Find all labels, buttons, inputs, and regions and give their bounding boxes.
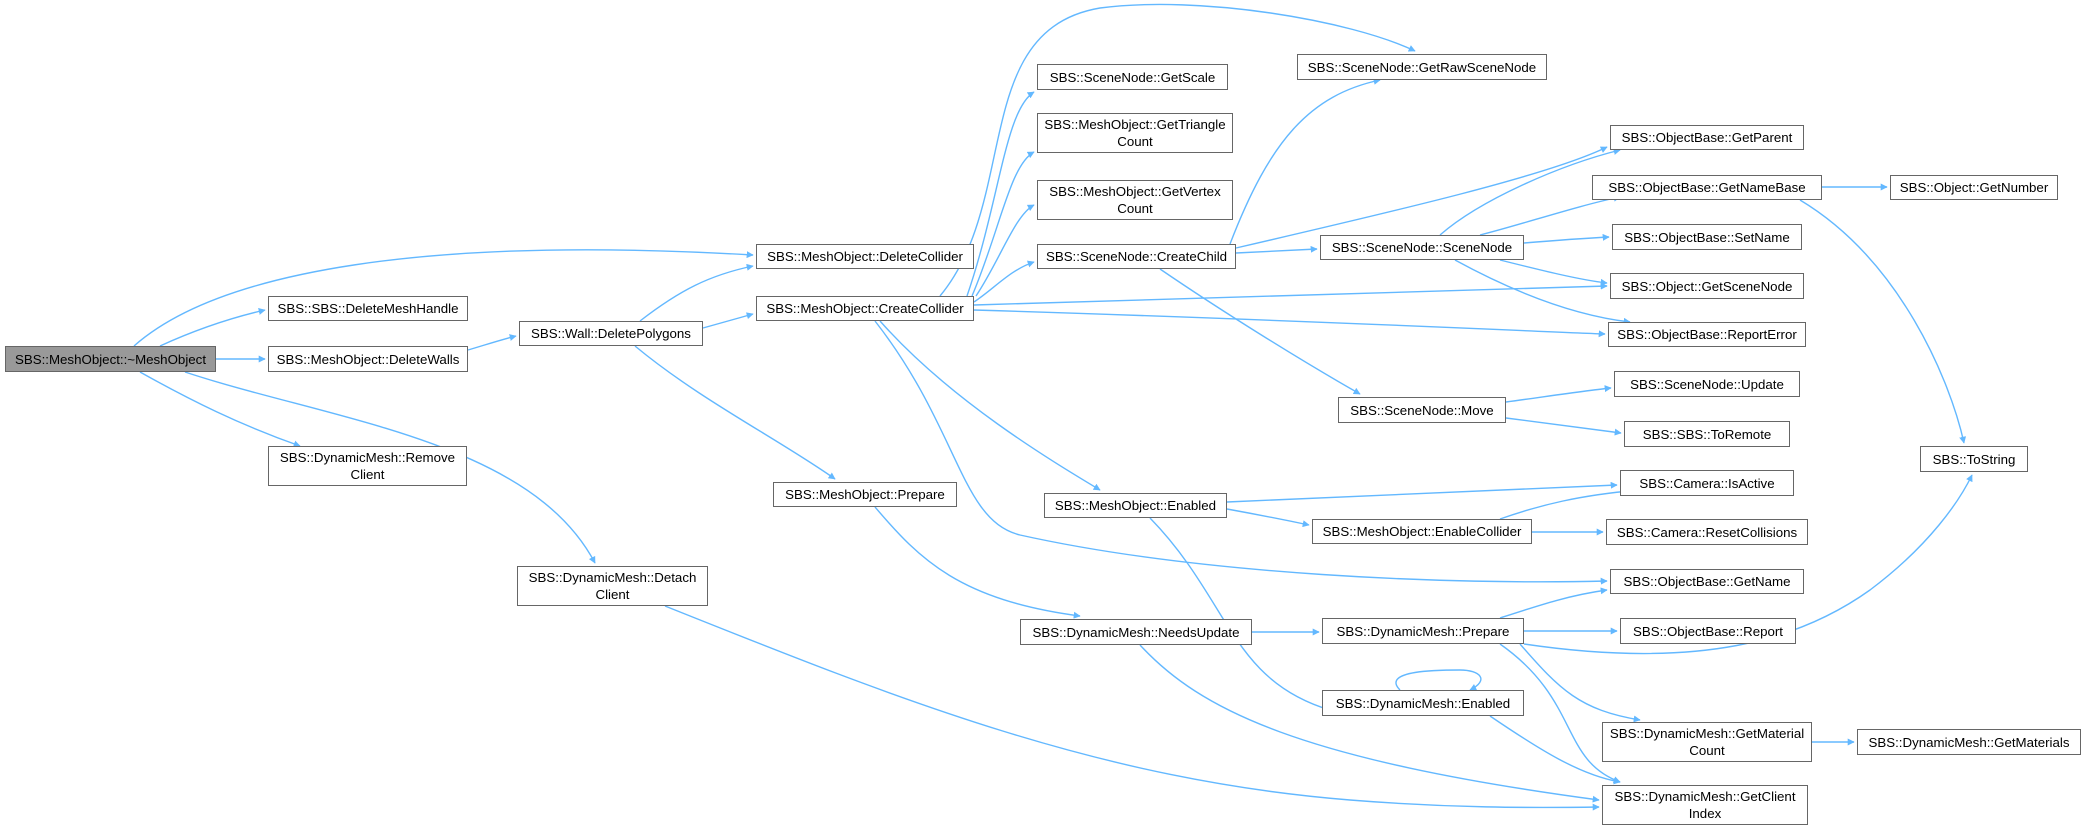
node-dynamicmesh-needsupdate[interactable]: SBS::DynamicMesh::NeedsUpdate (1020, 619, 1252, 645)
edge-deletepolygons-createcollider (702, 312, 754, 329)
node-objectbase-getname[interactable]: SBS::ObjectBase::GetName (1610, 569, 1804, 594)
node-objectbase-getnamebase[interactable]: SBS::ObjectBase::GetNameBase (1592, 175, 1822, 200)
edge-deletepolygons-moprepare (634, 345, 836, 480)
node-objectbase-reporterror[interactable]: SBS::ObjectBase::ReportError (1608, 322, 1806, 347)
node-dynamicmesh-getmaterialcount[interactable]: SBS::DynamicMesh::GetMaterial Count (1602, 722, 1812, 762)
edge-createchild-scenenode (1235, 245, 1318, 254)
node-dynamicmesh-getclientindex[interactable]: SBS::DynamicMesh::GetClient Index (1602, 785, 1808, 825)
node-object-getscenenode[interactable]: SBS::Object::GetSceneNode (1610, 273, 1804, 299)
edge-createcollider-moenabled (879, 320, 1101, 491)
node-meshobject-prepare[interactable]: SBS::MeshObject::Prepare (773, 482, 957, 507)
edge-scenenode-getnamebase (1479, 194, 1621, 236)
node-objectbase-getparent[interactable]: SBS::ObjectBase::GetParent (1610, 125, 1804, 150)
node-meshobject-deletecollider[interactable]: SBS::MeshObject::DeleteCollider (756, 244, 974, 269)
edge-enablecollider-isactive (1499, 487, 1641, 520)
node-scenenode-scenenode[interactable]: SBS::SceneNode::SceneNode (1320, 235, 1524, 260)
edge-deletewalls-deletepolygons (467, 334, 517, 351)
edge-dmenabled-self (1395, 669, 1482, 691)
node-scenenode-getscale[interactable]: SBS::SceneNode::GetScale (1037, 64, 1228, 90)
edge-detachclient-getclientindex (664, 605, 1600, 811)
node-scenenode-update[interactable]: SBS::SceneNode::Update (1614, 371, 1800, 397)
edge-scenenode-setname (1523, 233, 1610, 244)
node-wall-deletepolygons[interactable]: SBS::Wall::DeletePolygons (519, 321, 703, 346)
node-scenenode-createchild[interactable]: SBS::SceneNode::CreateChild (1037, 244, 1236, 269)
node-meshobject-getvertexcount[interactable]: SBS::MeshObject::GetVertex Count (1037, 180, 1233, 220)
edge-createchild-getparent (1235, 146, 1608, 249)
edge-dmprepare-getmaterialcount (1519, 643, 1641, 723)
node-scenenode-getrawscenenode[interactable]: SBS::SceneNode::GetRawSceneNode (1297, 54, 1547, 80)
edge-createcollider-gettriangle (971, 151, 1035, 297)
edge-moenabled-enablecollider (1226, 508, 1310, 528)
edge-root-deletecollider (133, 249, 754, 347)
edge-root-detachclient (184, 371, 596, 564)
node-meshobject-destructor: SBS::MeshObject::~MeshObject (5, 346, 216, 372)
edge-moenabled-dmenabled (1149, 517, 1331, 712)
edge-moenabled-isactive (1226, 481, 1618, 503)
edge-dmprepare-getname (1499, 587, 1608, 619)
edge-createchild-move (1159, 268, 1361, 395)
node-sbs-tostring[interactable]: SBS::ToString (1920, 446, 2028, 472)
node-scenenode-move[interactable]: SBS::SceneNode::Move (1338, 397, 1506, 423)
node-sbs-deletemeshhandle[interactable]: SBS::SBS::DeleteMeshHandle (268, 296, 468, 321)
node-camera-isactive[interactable]: SBS::Camera::IsActive (1620, 470, 1794, 496)
node-dynamicmesh-enabled[interactable]: SBS::DynamicMesh::Enabled (1322, 690, 1524, 716)
node-dynamicmesh-removeclient[interactable]: SBS::DynamicMesh::Remove Client (268, 446, 467, 486)
edge-createchild-getrawscenenode (1229, 77, 1381, 245)
edge-moprepare-needsupdate (874, 506, 1081, 619)
edge-dmprepare-tostring (1523, 474, 1973, 655)
edge-createcollider-createchild (973, 260, 1035, 303)
edge-dmenabled-getclientindex (1489, 715, 1621, 785)
edge-getnamebase-tostring (1799, 199, 1967, 444)
node-objectbase-report[interactable]: SBS::ObjectBase::Report (1620, 618, 1796, 644)
node-meshobject-createcollider[interactable]: SBS::MeshObject::CreateCollider (756, 296, 974, 321)
edge-createcollider-getscale (966, 91, 1035, 297)
edge-scenenode-reporterror (1454, 259, 1631, 325)
edge-move-update (1505, 385, 1612, 403)
edge-scenenode-getscenenode (1499, 259, 1608, 286)
edge-createcollider-getrawscenenode (939, 3, 1416, 297)
node-dynamicmesh-detachclient[interactable]: SBS::DynamicMesh::Detach Client (517, 566, 708, 606)
node-meshobject-enabled[interactable]: SBS::MeshObject::Enabled (1044, 493, 1227, 518)
edge-dmprepare-getclientindex (1499, 643, 1621, 784)
edge-needsupdate-getclientindex (1139, 644, 1600, 803)
edge-root-deletemeshhandle (159, 307, 266, 347)
node-dynamicmesh-prepare[interactable]: SBS::DynamicMesh::Prepare (1322, 618, 1524, 644)
node-meshobject-enablecollider[interactable]: SBS::MeshObject::EnableCollider (1312, 519, 1532, 544)
node-objectbase-setname[interactable]: SBS::ObjectBase::SetName (1612, 224, 1802, 250)
node-meshobject-deletewalls[interactable]: SBS::MeshObject::DeleteWalls (268, 346, 468, 372)
node-meshobject-gettrianglecount[interactable]: SBS::MeshObject::GetTriangle Count (1037, 113, 1233, 153)
edge-layer (133, 3, 1973, 811)
node-dynamicmesh-getmaterials[interactable]: SBS::DynamicMesh::GetMaterials (1857, 729, 2081, 755)
node-object-getnumber[interactable]: SBS::Object::GetNumber (1890, 175, 2058, 200)
edge-createcollider-reporterror (973, 309, 1606, 338)
edge-createcollider-getvertex (975, 204, 1035, 297)
edge-createcollider-getscenenode (973, 282, 1608, 306)
node-camera-resetcollisions[interactable]: SBS::Camera::ResetCollisions (1606, 519, 1808, 545)
node-sbs-toremote[interactable]: SBS::SBS::ToRemote (1624, 421, 1790, 447)
edge-root-removeclient (139, 371, 301, 448)
edge-scenenode-getparent (1439, 148, 1621, 236)
edge-deletepolygons-deletecollider (639, 263, 754, 322)
edge-createcollider-getname (874, 320, 1608, 585)
edge-move-toremote (1505, 417, 1622, 436)
